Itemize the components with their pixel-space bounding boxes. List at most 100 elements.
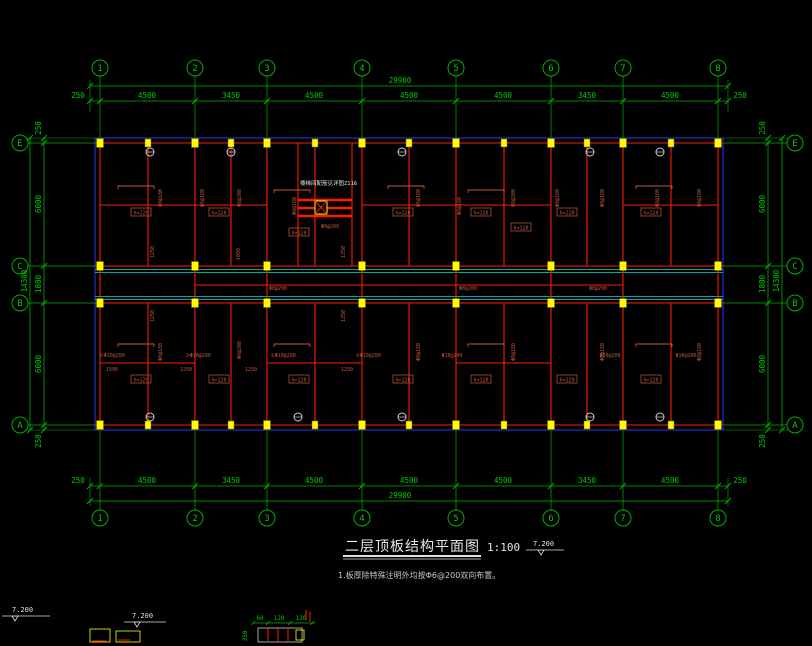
column-marker	[263, 138, 271, 148]
column-marker	[619, 298, 627, 308]
axis-label: B	[17, 299, 22, 309]
column-marker	[227, 420, 235, 430]
column-marker	[263, 420, 271, 430]
column-marker	[191, 138, 199, 148]
column-marker	[405, 138, 413, 148]
rebar-label: Φ8@180	[416, 343, 422, 361]
column-marker	[144, 420, 152, 430]
dimension-tick	[191, 97, 199, 105]
axis-bubble	[709, 59, 727, 77]
dimension-tick	[358, 482, 366, 490]
dimension-text: 3450	[578, 476, 597, 485]
detail-sketch	[257, 627, 303, 643]
detail-sketch	[115, 630, 141, 643]
column-marker	[96, 298, 104, 308]
dimension-text: 6000	[758, 194, 767, 213]
stair-detail	[298, 198, 352, 218]
rebar-label: Φ10@200	[441, 353, 462, 359]
slab-thickness-tag: h=120	[559, 378, 574, 384]
column-marker	[547, 261, 555, 271]
axis-label: E	[17, 139, 22, 149]
rebar-label: Φ8@180	[200, 189, 206, 207]
dimension-text: 4500	[661, 476, 680, 485]
dimension-text: 250	[34, 434, 43, 448]
rebar-label: Φ8@180	[511, 343, 517, 361]
axis-bubble	[786, 257, 804, 275]
slab-thickness-tag-box	[556, 374, 578, 384]
dimension-text: 14300	[20, 269, 29, 292]
axis-bubble	[258, 59, 276, 77]
corner-dimension-text: 120	[274, 615, 285, 622]
column-marker	[227, 138, 235, 148]
dimension-text: 29900	[389, 76, 412, 85]
column-marker	[405, 420, 413, 430]
column-marker	[144, 138, 152, 148]
axis-bubble	[353, 509, 371, 527]
rebar-label: Φ8@180	[416, 189, 422, 207]
stair-landing-box	[314, 200, 328, 215]
axis-bubble	[11, 134, 29, 152]
slab-thickness-tag: h=120	[643, 211, 658, 217]
dimension-text: 3450	[222, 91, 241, 100]
axis-bubble	[614, 509, 632, 527]
axis-bubble	[258, 509, 276, 527]
slab-thickness-tag-box	[288, 227, 310, 237]
dimension-text: 1800	[34, 274, 43, 293]
rebar-label: 1250	[150, 246, 156, 258]
axis-label: 4	[359, 64, 364, 74]
dimension-tick	[452, 97, 460, 105]
rebar-bar-symbol	[467, 189, 505, 193]
axis-label: C	[17, 262, 22, 272]
axis-label: 6	[548, 64, 553, 74]
column-marker	[191, 298, 199, 308]
rebar-bar-symbol	[467, 343, 505, 347]
dimension-text: 250	[733, 91, 747, 100]
rebar-label: Φ8@200	[459, 286, 477, 292]
rebar-label: Φ8@180	[158, 343, 164, 361]
slab-thickness-tag-box	[288, 374, 310, 384]
slab-thickness-tag-box	[208, 374, 230, 384]
rebar-label: Φ8@200	[237, 341, 243, 359]
rebar-bar-symbol	[273, 343, 311, 347]
dimension-tick	[764, 299, 772, 307]
dimension-text: 14300	[772, 269, 781, 292]
column-marker	[547, 138, 555, 148]
axis-bubble	[186, 509, 204, 527]
column-marker	[452, 138, 460, 148]
column-marker	[191, 261, 199, 271]
dimension-tick	[714, 97, 722, 105]
dimension-text: 4500	[138, 476, 157, 485]
column-marker	[311, 138, 319, 148]
rebar-label: 1250	[341, 367, 353, 373]
dimension-tick	[619, 97, 627, 105]
column-marker	[619, 261, 627, 271]
slab-thickness-tag: h=120	[133, 211, 148, 217]
axis-label: 1	[97, 514, 102, 524]
axis-label: 7	[620, 514, 625, 524]
dimension-tick	[358, 97, 366, 105]
slab-thickness-tag: h=120	[559, 211, 574, 217]
dimension-text: 6000	[758, 354, 767, 373]
axis-bubble	[11, 416, 29, 434]
axis-label: A	[17, 421, 23, 431]
dimension-tick	[452, 482, 460, 490]
slab-thickness-tag: h=120	[133, 378, 148, 384]
rebar-bar-symbol	[117, 185, 155, 189]
column-marker	[714, 298, 722, 308]
dimension-tick	[714, 482, 722, 490]
axis-label: B	[792, 299, 797, 309]
axis-label: 7	[620, 64, 625, 74]
column-marker	[500, 420, 508, 430]
dimension-text: 250	[733, 476, 747, 485]
elevation-triangle-icon	[537, 549, 545, 556]
axis-bubble	[786, 134, 804, 152]
rebar-symbols	[117, 185, 673, 347]
column-marker	[191, 420, 199, 430]
rebar-label: Φ8@200	[589, 286, 607, 292]
rebar-label: ③Φ10@200	[185, 353, 211, 359]
